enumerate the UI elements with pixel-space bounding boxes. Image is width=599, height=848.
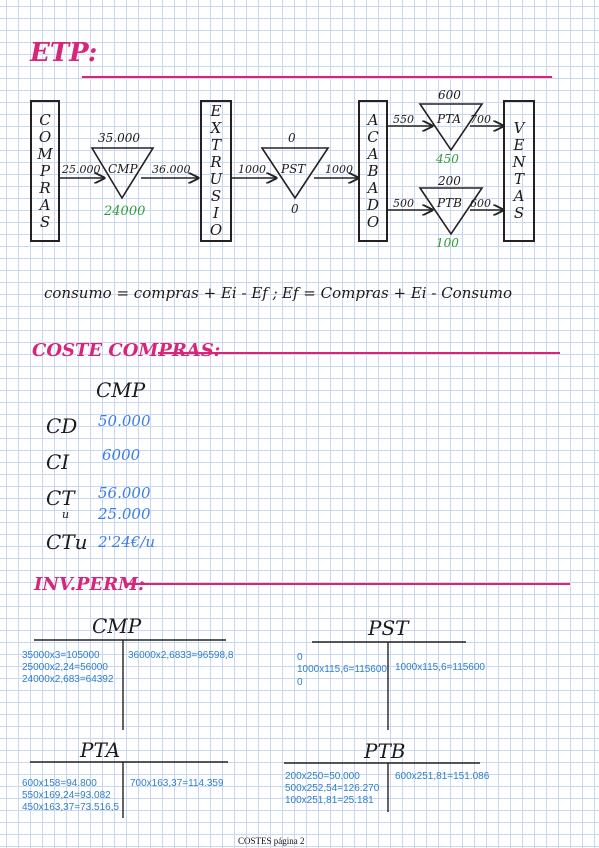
pst-top-value: 0 — [288, 131, 296, 145]
coste-compras-underline — [158, 352, 560, 354]
pst-in-value: 1000 — [238, 163, 266, 176]
pta-bottom-value: 450 — [436, 152, 459, 166]
ptb-label: PTB — [437, 196, 462, 210]
coste-compras-title: COSTE COMPRAS: — [32, 340, 221, 361]
coste-label-u: u — [62, 508, 70, 521]
ptb-in-value: 500 — [393, 197, 414, 210]
cmp-debit-entry: 35000x3=105000 — [22, 650, 100, 661]
cmp-label: CMP — [108, 162, 138, 176]
pta-top-value: 600 — [438, 88, 461, 102]
pst-debit-entry: 1000x115,6=115600 — [297, 664, 387, 675]
page-footer: COSTES página 2 — [238, 836, 305, 846]
coste-value-cd: 50.000 — [98, 412, 151, 430]
coste-label-ct: CT — [46, 486, 75, 510]
cmp-debit-entry: 25000x2,24=56000 — [22, 662, 108, 673]
coste-label-ci: CI — [46, 450, 70, 474]
etp-title: ETP: — [30, 38, 98, 68]
ptb-debit-entry: 500x252,54=126.270 — [285, 783, 380, 794]
cmp-out-value: 36.000 — [152, 163, 191, 176]
pta-account-title: PTA — [80, 738, 121, 762]
etp-underline — [82, 76, 552, 78]
pst-debit-entry: 0 — [297, 677, 303, 688]
ptb-triangle — [418, 187, 484, 236]
pst-triangle — [260, 147, 330, 200]
ptb-debit-entry: 200x250=50.000 — [285, 771, 360, 782]
ptb-credit-entry: 600x251,81=151.086 — [395, 771, 490, 782]
pta-debit-entry: 600x158=94.800 — [22, 778, 97, 789]
coste-label-ctu: CTu — [46, 530, 88, 554]
cmp-bottom-value: 24000 — [104, 204, 146, 219]
coste-column-header: CMP — [96, 378, 146, 402]
coste-value-ci: 6000 — [102, 446, 141, 464]
inv-perm-underline — [126, 583, 570, 585]
pst-debit-entry: 0 — [297, 652, 303, 663]
ptb-bottom-value: 100 — [436, 236, 459, 250]
pta-credit-entry: 700x163,37=114.359 — [130, 778, 224, 789]
ptb-account-title: PTB — [364, 739, 406, 763]
pta-label: PTA — [437, 112, 462, 126]
pst-label: PST — [281, 162, 306, 176]
pta-triangle — [418, 103, 484, 152]
cmp-account-title: CMP — [92, 614, 142, 638]
pst-bottom-value: 0 — [291, 202, 299, 216]
inv-perm-title: INV.PERM: — [34, 574, 145, 595]
pst-credit-entry: 1000x115,6=115600 — [395, 662, 485, 673]
coste-value-ctu: 2'24€/u — [98, 533, 156, 551]
coste-label-cd: CD — [46, 414, 78, 438]
formula-ef: Ef = Compras + Ei - Consumo — [282, 284, 512, 302]
pst-out-value: 1000 — [325, 163, 353, 176]
pta-in-value: 550 — [393, 113, 414, 126]
pta-out-value: 700 — [470, 113, 491, 126]
pta-debit-entry: 550x169,24=93.082 — [22, 790, 111, 801]
cmp-in-value: 25.000 — [62, 163, 101, 176]
cmp-triangle — [90, 147, 155, 200]
cmp-credit-entry: 36000x2,6833=96598,8 — [128, 650, 234, 661]
ptb-debit-entry: 100x251,81=25.181 — [285, 795, 374, 806]
ptb-top-value: 200 — [438, 174, 461, 188]
ptb-out-value: 600 — [470, 197, 491, 210]
pta-debit-entry: 450x163,37=73.516,5 — [22, 802, 120, 813]
flow-diagram — [60, 103, 599, 236]
cmp-top-value: 35.000 — [98, 131, 140, 145]
coste-value-u: 25.000 — [98, 505, 151, 523]
pst-account-title: PST — [368, 616, 409, 640]
cmp-debit-entry: 24000x2,683=64392 — [22, 674, 114, 685]
coste-value-ct: 56.000 — [98, 484, 151, 502]
formula-consumo: consumo = compras + Ei - Ef ; — [44, 284, 278, 302]
